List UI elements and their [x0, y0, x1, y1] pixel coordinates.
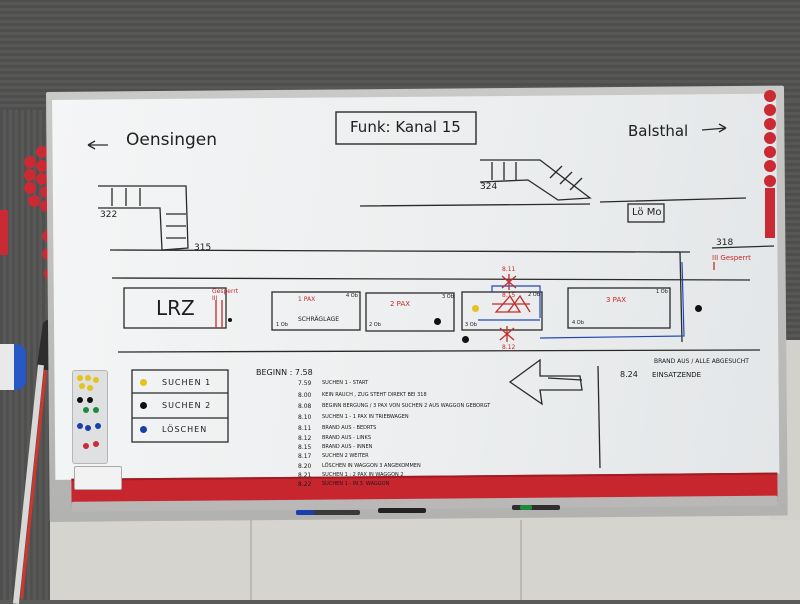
right-note-time: 8.24 — [620, 370, 638, 379]
log-text: SUCHEN 1 - 1 PAX IN TRIEBWAGEN — [322, 414, 409, 420]
track-322: 322 — [100, 210, 118, 220]
pin-small — [228, 318, 232, 322]
log-time: 8.12 — [298, 435, 312, 442]
radio-channel: Funk: Kanal 15 — [350, 118, 461, 136]
wagon1-bottom-left: 1 Ob — [276, 322, 288, 328]
log-text: SUCHEN 2 WEITER — [322, 453, 369, 459]
wagon3-bottom-left: 3 Ob — [465, 322, 477, 328]
pin-yellow — [472, 305, 479, 312]
pin-black — [695, 305, 702, 312]
wagon4-top-right: 1 Ob — [656, 289, 668, 295]
log-time: 8.11 — [298, 425, 312, 432]
pin-black — [434, 318, 441, 325]
log-time: 8.00 — [298, 392, 312, 399]
wagon3-time: 8.15 — [502, 292, 516, 299]
log-time: 8.22 — [298, 481, 312, 488]
lrz-label: LRZ — [156, 296, 195, 320]
log-text: LÖSCHEN IN WAGGON 3 ANGEKOMMEN — [322, 463, 421, 469]
track-324: 324 — [480, 182, 498, 192]
log-text: KEIN RAUCH , ZUG STEHT DIREKT BEI 318 — [322, 392, 427, 398]
log-time: 8.17 — [298, 453, 312, 460]
log-time: 8.20 — [298, 463, 312, 470]
legend-pin-yellow — [140, 379, 147, 386]
track-318: 318 — [716, 238, 734, 248]
log-text: SUCHEN 1 - IN 3. WAGGON — [322, 481, 390, 487]
log-text: BRAND AUS - INNEN — [322, 444, 373, 450]
pin-black — [462, 336, 469, 343]
marker-811: 8.11 — [502, 266, 516, 273]
marker-812: 8.12 — [502, 344, 516, 351]
log-text: SUCHEN 1 : 2 PAX IN WAGGON 2 — [322, 472, 404, 478]
concrete-wall — [50, 510, 800, 600]
track-315: 315 — [194, 243, 212, 253]
wagon2-pax: 2 PAX — [390, 300, 411, 308]
wagon1-pax: 1 PAX — [298, 296, 316, 303]
log-text: BRAND AUS - LINKS — [322, 435, 371, 441]
right-note-text: EINSATZENDE — [652, 371, 702, 379]
panel-seam — [250, 520, 252, 600]
legend-extinguish: LÖSCHEN — [162, 425, 208, 434]
wagon4-bottom-left: 4 Ob — [572, 320, 584, 326]
panel-seam — [520, 520, 522, 600]
log-time: 7.59 — [298, 380, 312, 387]
legend-pin-blue — [140, 426, 147, 433]
blue-device — [0, 344, 26, 390]
legend-search-2: SUCHEN 2 — [162, 401, 212, 410]
magnet-holder — [72, 370, 108, 464]
log-start: BEGINN : 7.58 — [256, 368, 313, 377]
eraser-holder — [74, 466, 122, 490]
log-time: 8.10 — [298, 414, 312, 421]
wagon3-top-right: 2 Ob — [528, 292, 540, 298]
direction-right: Balsthal — [628, 122, 689, 140]
legend-search-1: SUCHEN 1 — [162, 378, 212, 387]
log-text: BEGINN BERGUNG / 3 PAX VON SUCHEN 2 AUS … — [322, 403, 491, 409]
log-time: 8.15 — [298, 444, 312, 451]
log-time: 8.21 — [298, 472, 312, 479]
right-note-header: BRAND AUS / ALLE ABGESUCHT — [654, 358, 749, 365]
log-text: BRAND AUS - BEDRTS — [322, 425, 377, 431]
direction-left: Oensingen — [126, 130, 217, 150]
legend-pin-black — [140, 402, 147, 409]
lomo-label: Lö Mo — [632, 207, 662, 218]
track-318-status: III Gesperrt — [712, 254, 751, 262]
log-text: SUCHEN 1 - START — [322, 380, 369, 386]
wagon1-slant: SCHRÄGLAGE — [298, 316, 340, 323]
log-time: 8.08 — [298, 403, 312, 410]
lrz-status: Gesperrt III — [212, 288, 239, 302]
wagon1-top-right: 4 Ob — [346, 293, 358, 299]
wagon4-pax: 3 PAX — [606, 296, 627, 304]
wagon2-bottom-left: 2 Ob — [369, 322, 381, 328]
wagon2-top-right: 3 Ob — [442, 294, 454, 300]
